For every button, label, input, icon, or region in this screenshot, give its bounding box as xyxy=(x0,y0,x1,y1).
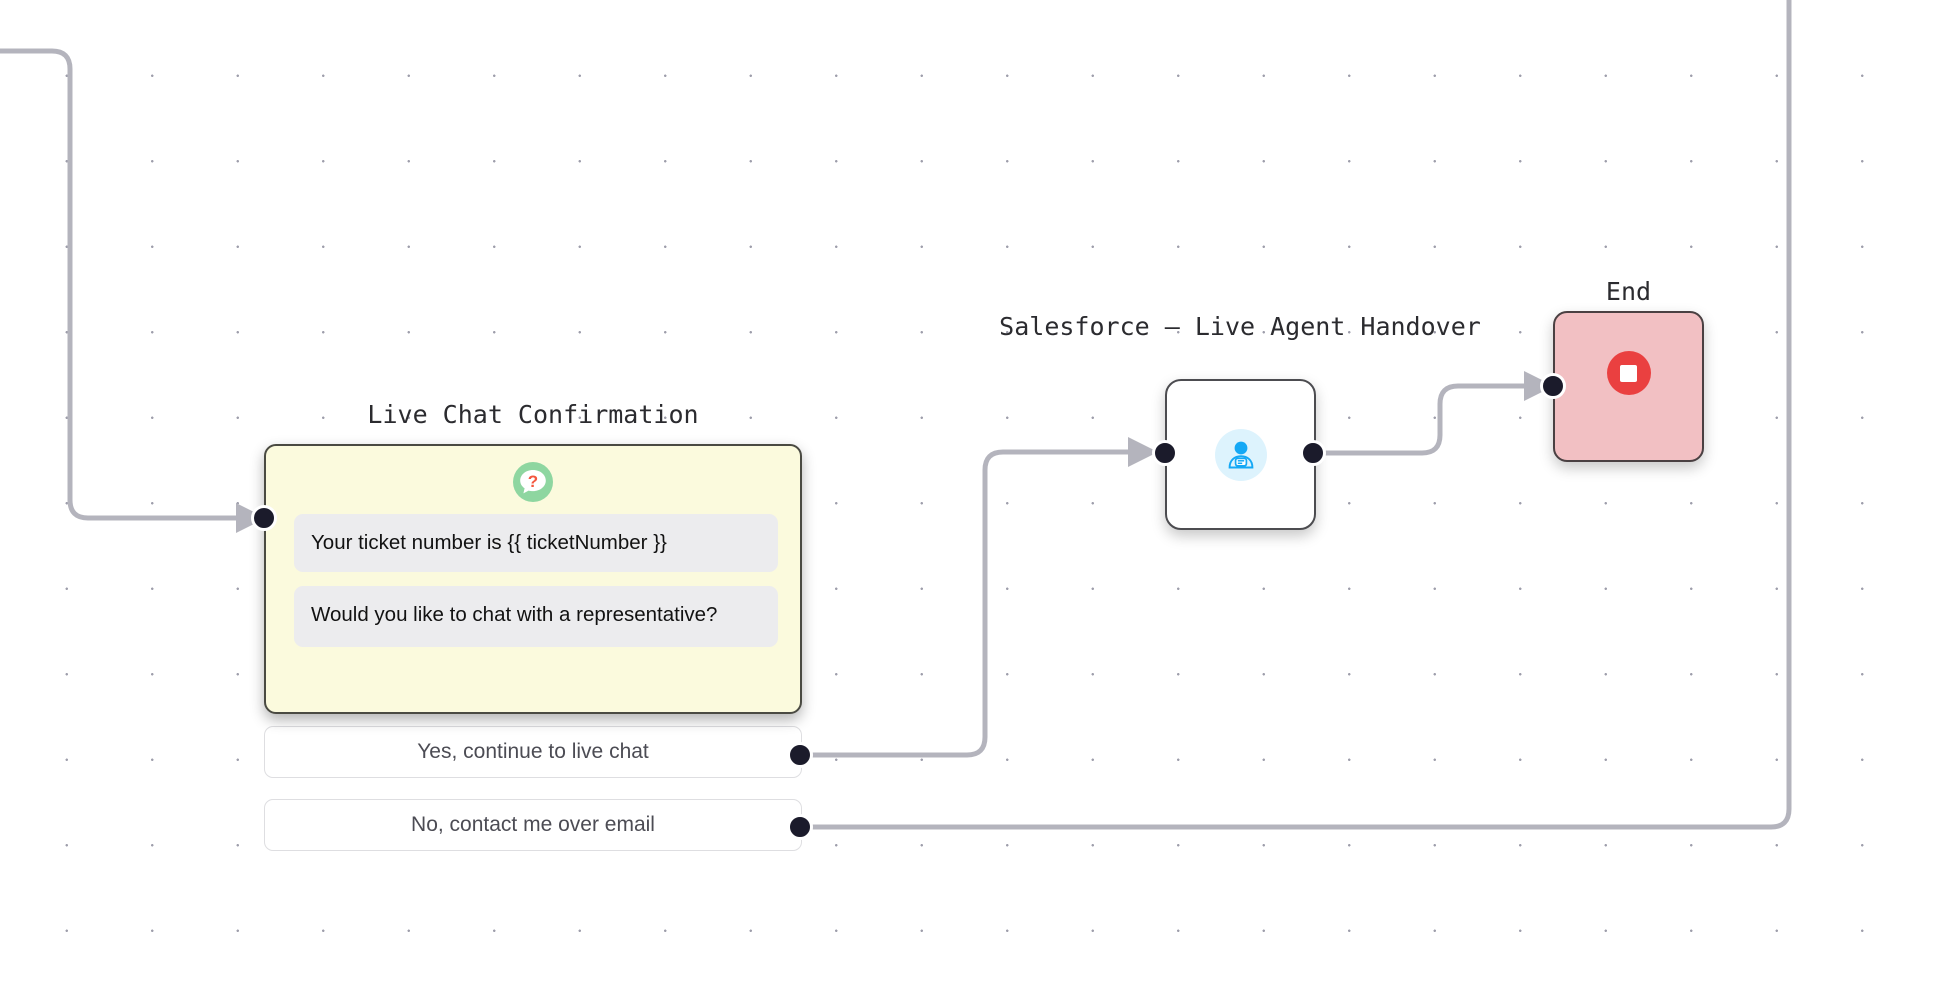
choice-button-no[interactable]: No, contact me over email xyxy=(264,799,802,851)
chat-node[interactable]: ? Your ticket number is {{ ticketNumber … xyxy=(264,444,802,714)
end-node-title: End xyxy=(1605,277,1652,306)
choice-no-port[interactable] xyxy=(787,814,813,840)
salesforce-node-title: Salesforce — Live Agent Handover xyxy=(999,312,1481,341)
salesforce-node[interactable] xyxy=(1165,379,1316,530)
choice-label: Yes, continue to live chat xyxy=(417,740,649,763)
edge-salesforce-to-end xyxy=(1322,383,1524,456)
stop-square xyxy=(1620,364,1637,382)
chat-node-title: Live Chat Confirmation xyxy=(367,400,699,429)
end-node[interactable] xyxy=(1553,311,1704,462)
stop-icon xyxy=(1606,351,1651,395)
message-bubble: Your ticket number is {{ ticketNumber }} xyxy=(294,514,778,572)
message-list: Your ticket number is {{ ticketNumber }}… xyxy=(294,514,778,661)
salesforce-output-port[interactable] xyxy=(1300,440,1326,466)
edge-into-chat xyxy=(0,48,236,521)
salesforce-input-port[interactable] xyxy=(1152,440,1178,466)
choice-button-yes[interactable]: Yes, continue to live chat xyxy=(264,726,802,778)
chat-input-port[interactable] xyxy=(251,505,277,531)
question-chat-icon: ? xyxy=(512,461,554,503)
choice-label: No, contact me over email xyxy=(411,813,655,836)
edge-yes-to-salesforce xyxy=(800,449,1128,758)
end-input-port[interactable] xyxy=(1540,373,1566,399)
message-bubble: Would you like to chat with a representa… xyxy=(294,585,778,647)
choice-yes-port[interactable] xyxy=(787,742,813,768)
svg-text:?: ? xyxy=(528,472,538,491)
live-agent-icon xyxy=(1214,428,1267,481)
